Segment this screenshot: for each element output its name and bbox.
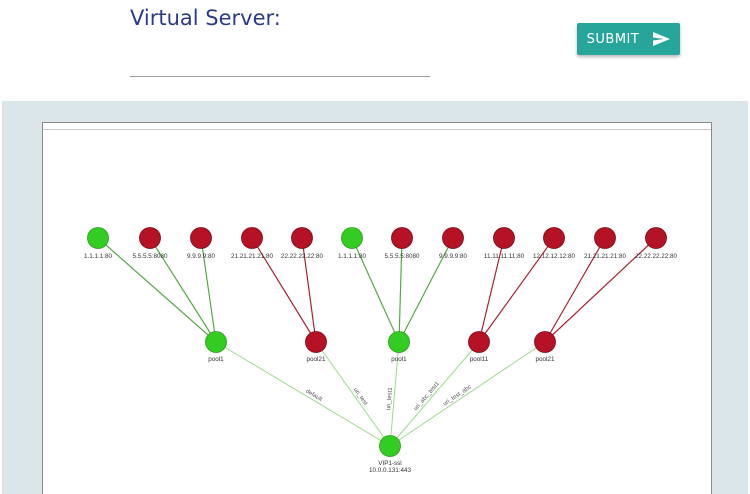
member-node [645,227,667,249]
member-edge [351,237,400,343]
route-label: uri_abc_test1 [413,380,441,412]
pool-node [534,331,556,353]
vip-edge [389,341,400,447]
pool-label: pool1 [391,356,407,363]
member-edge [544,237,657,343]
member-label: 12.12.12.12:80 [533,253,576,260]
vip-label: VIP1-ssl [378,460,401,467]
pool-label: pool1 [208,356,224,363]
member-node [241,227,263,249]
member-node [87,227,109,249]
submit-button-label: SUBMIT [586,31,640,47]
member-label: 1.1.1.1:80 [84,253,113,260]
member-edge [398,237,403,343]
member-label: 21.21.21.21:80 [584,253,627,260]
canvas-header-divider [43,129,711,130]
member-node [190,227,212,249]
vip-edge [315,341,391,447]
member-label: 5.5.5.5:8080 [132,253,168,260]
virtual-server-label: Virtual Server: [130,6,281,30]
pool-label: pool21 [307,356,326,363]
virtual-server-input-underline[interactable] [130,76,430,77]
member-label: 22.22.22.22:80 [635,253,678,260]
node-layer: 1.1.1.1:80 5.5.5.5:8080 9.9.9.9:80 21.21.21… [84,227,678,474]
vip-edge [215,341,391,447]
member-node [543,227,565,249]
member-node [341,227,363,249]
member-edge [398,237,454,343]
route-label: uri_test1 [386,386,394,410]
vip-edge [389,341,480,447]
member-edge [301,237,317,343]
route-label: uri_test_abc [442,384,472,407]
vip-edge [389,341,546,447]
member-edge [478,237,555,343]
member-edge [97,237,217,343]
pool-label: pool21 [536,356,555,363]
vip-node [379,435,401,457]
member-edge [251,237,317,343]
pool-label: pool11 [470,356,489,363]
pool-node [468,331,490,353]
member-node [493,227,515,249]
member-label: 9.9.9.9:80 [439,253,468,260]
member-node [391,227,413,249]
member-edge [200,237,217,343]
member-label: 1.1.1.1:80 [338,253,367,260]
member-label: 22.22.22.22:80 [281,253,324,260]
member-edge [544,237,606,343]
member-label: 5.5.5.5:8080 [384,253,420,260]
member-node [442,227,464,249]
member-node [291,227,313,249]
member-node [139,227,161,249]
member-label: 11.11.11.11:80 [484,253,525,260]
member-node [594,227,616,249]
member-edge [149,237,217,343]
member-label: 21.21.21.21:80 [231,253,274,260]
vip-address: 10.0.0.131:443 [369,467,412,474]
pool-node [205,331,227,353]
submit-button[interactable]: SUBMIT [577,23,680,55]
send-icon [653,32,671,46]
member-label: 9.9.9.9:80 [187,253,216,260]
pool-node [388,331,410,353]
pool-node [305,331,327,353]
member-edge [478,237,505,343]
